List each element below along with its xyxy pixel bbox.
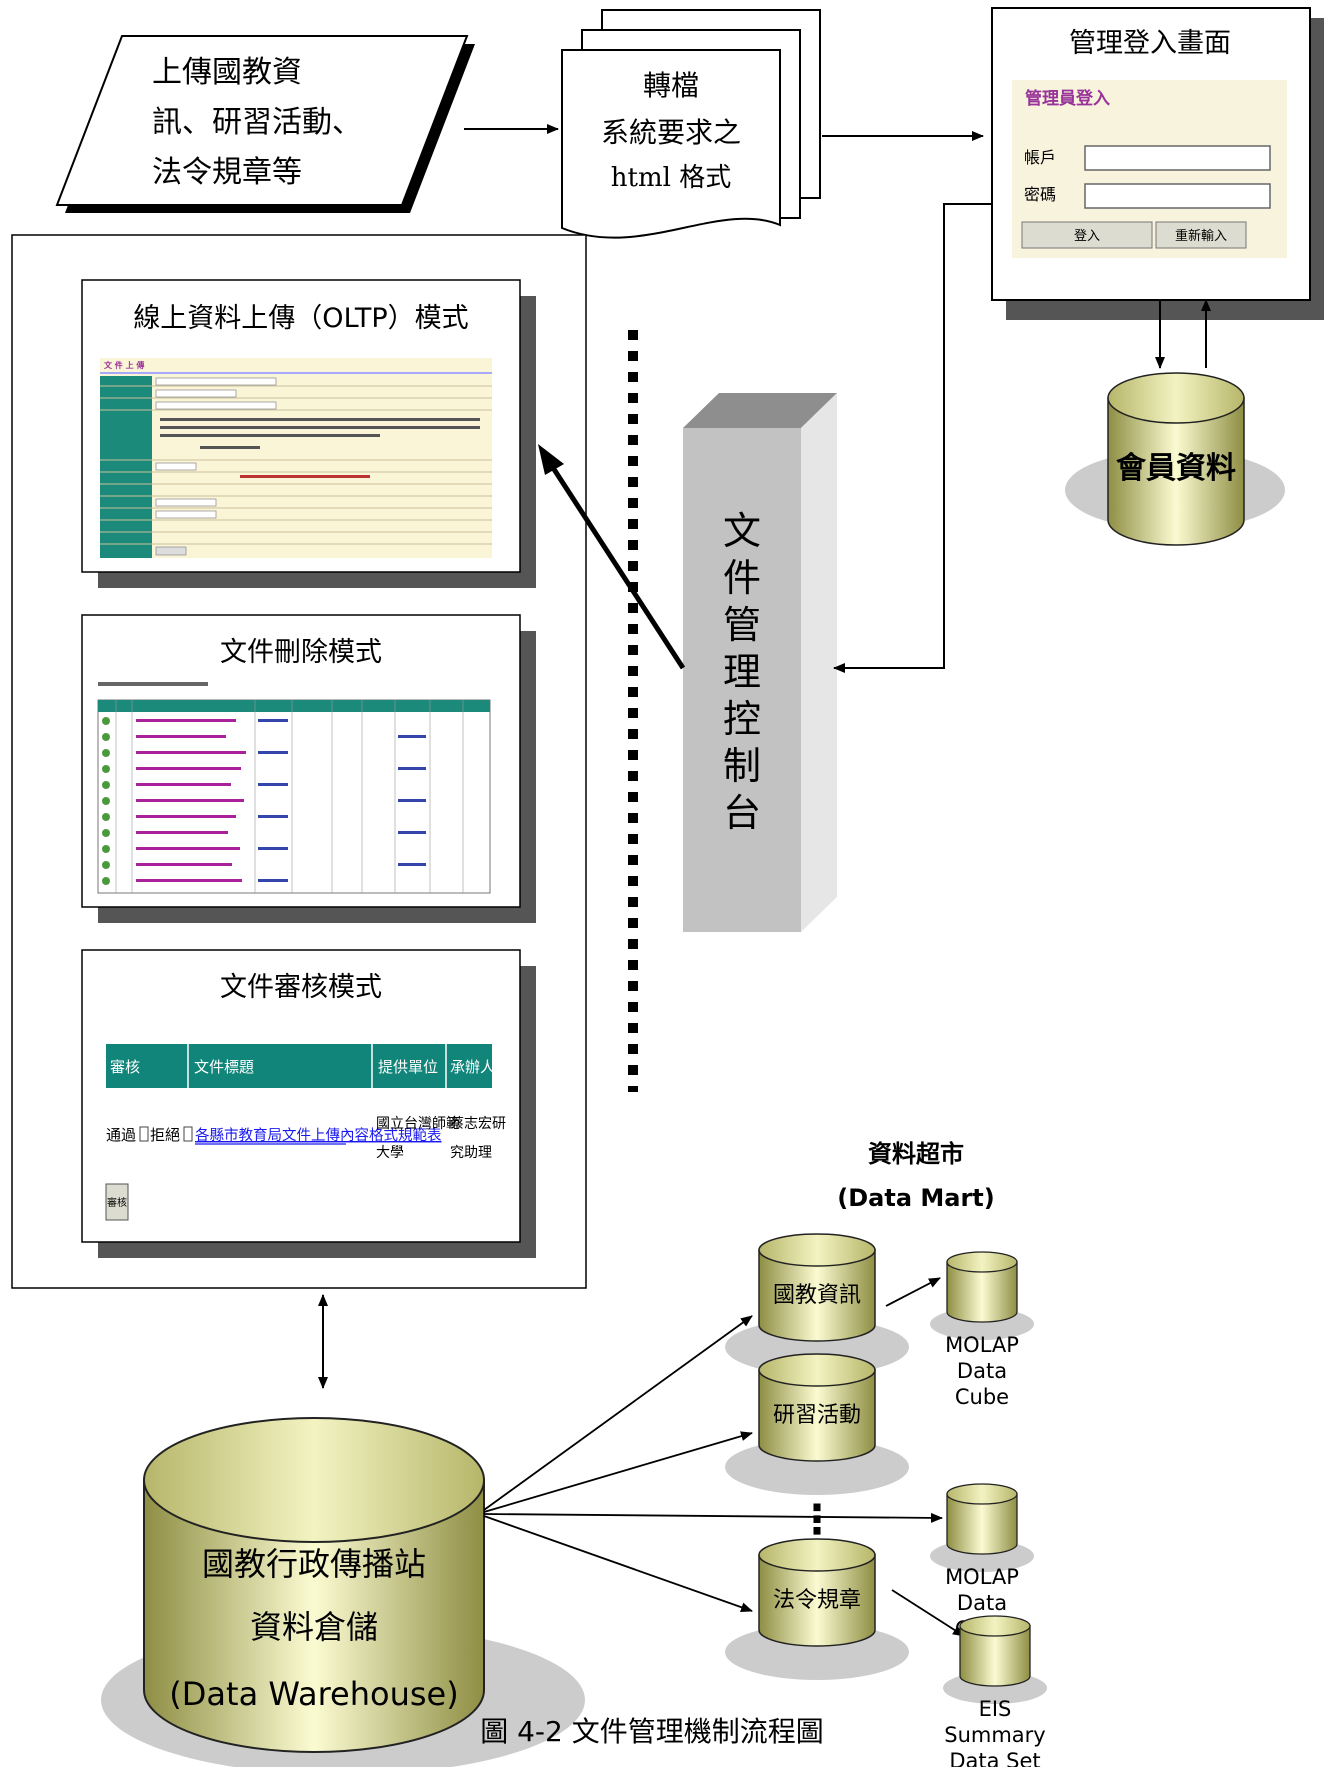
console-label-char: 制 bbox=[723, 744, 761, 788]
cube-cylinder bbox=[930, 1251, 1034, 1340]
login-button-label: 登入 bbox=[1074, 229, 1100, 244]
reset-button-label: 重新輸入 bbox=[1175, 228, 1227, 244]
console-label-char: 控 bbox=[723, 697, 761, 741]
oltp-title: 線上資料上傳（OLTP）模式 bbox=[133, 303, 468, 334]
cube-label-line: MOLAP bbox=[945, 1333, 1019, 1357]
arrow-warehouse-to-mart-2 bbox=[483, 1431, 753, 1513]
console-label-char: 件 bbox=[723, 556, 761, 600]
reset-button[interactable] bbox=[1155, 221, 1247, 249]
mart-cylinder bbox=[725, 1353, 909, 1495]
data-mart-subtitle: (Data Mart) bbox=[837, 1184, 994, 1212]
warehouse-cylinder bbox=[101, 1417, 585, 1767]
account-field[interactable] bbox=[1084, 145, 1271, 171]
console-label-char: 理 bbox=[723, 650, 761, 694]
mart-label: 法令規章 bbox=[773, 1588, 861, 1613]
oltp-form-title: 文 件 上 傳 bbox=[104, 360, 144, 370]
login-panel-title: 管理登入畫面 bbox=[1069, 28, 1231, 59]
review-table-header bbox=[106, 1044, 492, 1088]
cube-label-line: MOLAP bbox=[945, 1565, 1019, 1589]
mart-label: 國教資訊 bbox=[773, 1283, 861, 1308]
console-label-char: 文 bbox=[723, 509, 761, 553]
review-submit-button[interactable] bbox=[105, 1183, 129, 1221]
arrow-warehouse-to-cube-2 bbox=[483, 1512, 943, 1523]
mart-ellipsis: ⋮ bbox=[797, 1497, 837, 1543]
cube-cylinder bbox=[943, 1615, 1047, 1704]
login-button[interactable] bbox=[1021, 221, 1153, 249]
review-header-person: 承辦人員 bbox=[450, 1058, 510, 1076]
review-person-line1: 蔡志宏研 bbox=[450, 1116, 506, 1132]
review-submit-label: 審核 bbox=[107, 1196, 127, 1209]
mart-label: 研習活動 bbox=[773, 1403, 861, 1428]
password-field[interactable] bbox=[1084, 183, 1271, 209]
arrow-mart3-to-cube3 bbox=[891, 1589, 965, 1637]
oltp-form-screenshot: 文 件 上 傳 bbox=[100, 358, 492, 558]
arrow-console-to-oltp bbox=[545, 458, 686, 670]
cube-label-line: Data Set bbox=[949, 1749, 1040, 1767]
delete-table-screenshot bbox=[97, 682, 491, 894]
console-block bbox=[683, 393, 837, 932]
member-db-cylinder bbox=[1065, 372, 1285, 546]
console-label-char: 台 bbox=[723, 791, 761, 835]
convert-line1: 轉檔 bbox=[643, 69, 699, 102]
cube-label-line: Summary bbox=[944, 1723, 1045, 1747]
mart-cylinder bbox=[725, 1538, 909, 1680]
convert-line3: html 格式 bbox=[611, 163, 731, 193]
upload-input-line3: 法令規章等 bbox=[152, 155, 302, 190]
review-doc-link[interactable]: 各縣市教育局文件上傳內容格式規範表 bbox=[195, 1126, 442, 1144]
review-header-review: 審核 bbox=[110, 1058, 140, 1076]
warehouse-line2: 資料倉儲 bbox=[250, 1608, 378, 1646]
review-unit-line1: 國立台灣師範 bbox=[376, 1115, 460, 1132]
upload-input-line1: 上傳國教資 bbox=[152, 55, 302, 90]
review-approve-label: 通過 bbox=[106, 1126, 136, 1144]
password-label: 密碼 bbox=[1024, 185, 1056, 204]
figure-caption: 圖 4-2 文件管理機制流程圖 bbox=[480, 1715, 824, 1748]
convert-line2: 系統要求之 bbox=[601, 116, 741, 149]
account-label: 帳戶 bbox=[1024, 148, 1056, 167]
login-form-title: 管理員登入 bbox=[1025, 88, 1110, 109]
arrow-warehouse-to-mart-3 bbox=[483, 1515, 753, 1613]
convert-document-shape bbox=[561, 9, 821, 239]
upload-input-line2: 訊、研習活動、 bbox=[152, 105, 362, 140]
review-title: 文件審核模式 bbox=[220, 972, 382, 1003]
review-reject-label: 拒絕 bbox=[150, 1126, 180, 1144]
delete-title: 文件刪除模式 bbox=[220, 637, 382, 668]
cube-cylinder bbox=[930, 1483, 1034, 1572]
arrow-mart1-to-cube1 bbox=[885, 1277, 941, 1307]
review-unit-line2: 大學 bbox=[376, 1145, 404, 1161]
review-header-doc-title: 文件標題 bbox=[194, 1058, 254, 1076]
arrow-warehouse-to-mart-1 bbox=[483, 1315, 753, 1511]
reject-radio[interactable] bbox=[183, 1126, 193, 1142]
approve-radio[interactable] bbox=[139, 1126, 149, 1142]
warehouse-line1: 國教行政傳播站 bbox=[202, 1545, 426, 1583]
review-person-line2: 究助理 bbox=[450, 1145, 492, 1161]
review-panel bbox=[81, 949, 521, 1243]
member-db-label: 會員資料 bbox=[1116, 451, 1236, 486]
arrow-console-to-oltp-head bbox=[538, 444, 564, 475]
data-mart-title: 資料超市 bbox=[868, 1140, 964, 1168]
cube-layer: MOLAPDataCubeMOLAPDataCubeEISSummaryData… bbox=[930, 1251, 1047, 1767]
cube-label-line: Data bbox=[957, 1591, 1007, 1615]
cube-label-line: Data bbox=[957, 1359, 1007, 1383]
cube-label-line: Cube bbox=[955, 1385, 1009, 1409]
cube-label-line: EIS bbox=[979, 1697, 1012, 1721]
arrow-login-to-console bbox=[833, 203, 992, 673]
upload-input-shape bbox=[55, 35, 475, 213]
console-label-char: 管 bbox=[723, 603, 761, 647]
review-header-unit: 提供單位 bbox=[378, 1058, 438, 1076]
warehouse-line3: (Data Warehouse) bbox=[169, 1675, 458, 1713]
